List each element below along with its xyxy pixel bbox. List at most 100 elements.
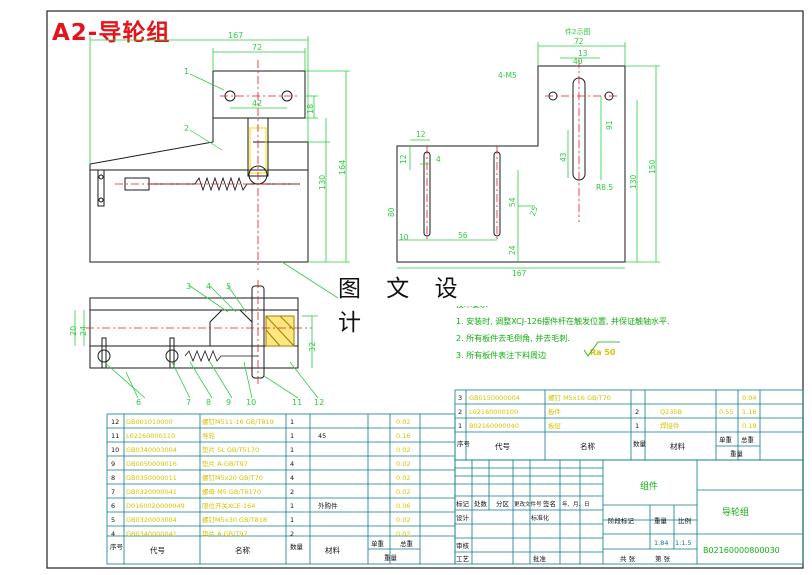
cell-total: 0.02: [396, 516, 410, 524]
header-name: 名称: [235, 545, 250, 555]
bottom-view-dimensions: [74, 285, 319, 399]
balloon-6: 6: [136, 398, 141, 407]
dim-side-d54: 54: [508, 197, 517, 207]
cell-code: GB0350000011: [126, 474, 177, 482]
cell-no: 11: [111, 432, 119, 440]
side-plate-outline: [396, 65, 626, 263]
side-label-top: 件2示图: [565, 27, 590, 36]
dim-side-slot: R8.5: [596, 183, 613, 192]
cell-name: 垫片 5L GB/T5170: [202, 445, 259, 454]
dim-front-top: 72: [252, 43, 262, 52]
balloon-10: 10: [246, 398, 256, 407]
front-view-dimensions: [89, 36, 350, 263]
header-no: 序号: [110, 542, 124, 551]
cell-qty: 2: [290, 488, 294, 496]
cell-no: 1: [458, 422, 462, 430]
dim-front-h2: 130: [318, 175, 327, 190]
cell-qty: 4: [290, 460, 294, 468]
drawing-frame: [46, 10, 804, 569]
header-code: 代号: [150, 545, 165, 555]
cell-qty: 1: [635, 422, 639, 430]
dim-side-top: 72: [574, 37, 584, 46]
front-dim-labels: 167 72 42 18 130 164: [228, 31, 347, 190]
cell-no: 7: [111, 488, 115, 496]
rheader-weight: 重量: [730, 450, 744, 458]
tb-sheet-no: 第 张: [655, 554, 671, 563]
cell-total: 0.04: [742, 394, 756, 402]
cell-name: 垫片 A GB/T97: [202, 529, 248, 538]
parts-list-right: [454, 389, 804, 461]
tb-rev-4: 签名: [543, 499, 556, 508]
cell-no: 2: [458, 408, 462, 416]
cell-qty: 1: [290, 502, 294, 510]
cell-no: 9: [111, 460, 115, 468]
balloon-5: 5: [226, 282, 231, 291]
cell-qty: 1: [290, 432, 294, 440]
cell-material: Q235B: [660, 408, 682, 416]
cell-name: 螺钉 M5x16 GB/T70: [548, 393, 611, 402]
cell-total: 0.02: [396, 530, 410, 538]
cell-no: 10: [111, 446, 119, 454]
front-balloons: [189, 73, 225, 151]
dim-side-h43: 43: [559, 152, 568, 162]
cell-name: 螺母 M5 GB/T6170: [202, 487, 261, 496]
dim-side-overall: 167: [512, 269, 527, 278]
header-qty: 数量: [290, 542, 304, 551]
cell-qty: 4: [290, 474, 294, 482]
header-single: 单重: [371, 539, 385, 548]
dim-front-hole: 42: [252, 99, 262, 108]
cell-total: 0.02: [396, 474, 410, 482]
side-view-centerlines: [426, 60, 617, 240]
dim-side-d56: 56: [458, 231, 468, 240]
header-weight: 重量: [384, 554, 398, 562]
tb-rev-3: 更改文件号: [514, 500, 542, 508]
cell-qty: 1: [290, 418, 294, 426]
dim-side-w4: 40: [573, 57, 583, 66]
cell-code: L02160000100: [469, 408, 518, 416]
rheader-single: 单重: [719, 435, 733, 444]
cell-name: 螺钉M5x30 GB/T818: [202, 515, 267, 524]
cell-code: B02160000040: [469, 422, 519, 430]
rheader-total: 总重: [741, 435, 755, 444]
tb-weight-label: 重量: [654, 517, 668, 525]
cell-name: 限位开关XCE-164: [202, 501, 255, 510]
tb-name: 导轮组: [722, 506, 749, 518]
dim-side-d80: 80: [387, 207, 396, 217]
header-total: 总重: [400, 539, 414, 548]
cell-no: 12: [111, 418, 119, 426]
cell-total: 0.06: [396, 502, 410, 510]
dim-side-d4: 4: [436, 155, 441, 164]
balloon-11: 11: [292, 398, 302, 407]
rheader-name: 名称: [580, 441, 595, 451]
rheader-code: 代号: [495, 441, 510, 451]
cell-code: GB0320003004: [126, 516, 177, 524]
drawing-title: A2-导轮组: [52, 20, 171, 46]
cell-no: 4: [111, 530, 115, 538]
cell-material: 45: [318, 432, 326, 440]
dim-bottom-a: 20: [69, 326, 78, 336]
cell-name: 螺钉M511-16 GB/T819: [202, 417, 274, 426]
dim-side-d10: 10: [399, 233, 409, 242]
tb-stage: 阶段标记: [608, 516, 635, 525]
title-block: [454, 459, 804, 565]
tb-sheets-total: 共 张: [620, 554, 636, 563]
rheader-no: 序号: [457, 439, 471, 448]
note-line-3: 3. 所有板件表注下料周边: [456, 350, 546, 360]
cell-name: 垫片 A-GB/T97: [202, 459, 248, 468]
tb-role-process: 工艺: [456, 555, 470, 563]
dim-bottom-b: 24: [79, 326, 88, 336]
cell-code: GB0340003004: [126, 446, 177, 454]
dim-side-w2: 12: [399, 154, 408, 164]
cell-code: GB0050009016: [126, 460, 177, 468]
tb-role-design: 设计: [456, 513, 470, 522]
tb-scale: 1:1.5: [675, 539, 692, 547]
cell-qty: 1: [290, 446, 294, 454]
tb-rev-0: 标记: [456, 499, 470, 508]
dim-side-h130: 130: [629, 174, 638, 189]
bottom-view: [89, 285, 299, 379]
side-dim-labels: 件2示图 167 72 13 40 4-M5 150 130 91 43 R8.…: [387, 27, 657, 278]
cell-code: GB001010000: [126, 418, 173, 426]
tb-rev-2: 分区: [496, 499, 510, 508]
side-view: [396, 65, 626, 263]
